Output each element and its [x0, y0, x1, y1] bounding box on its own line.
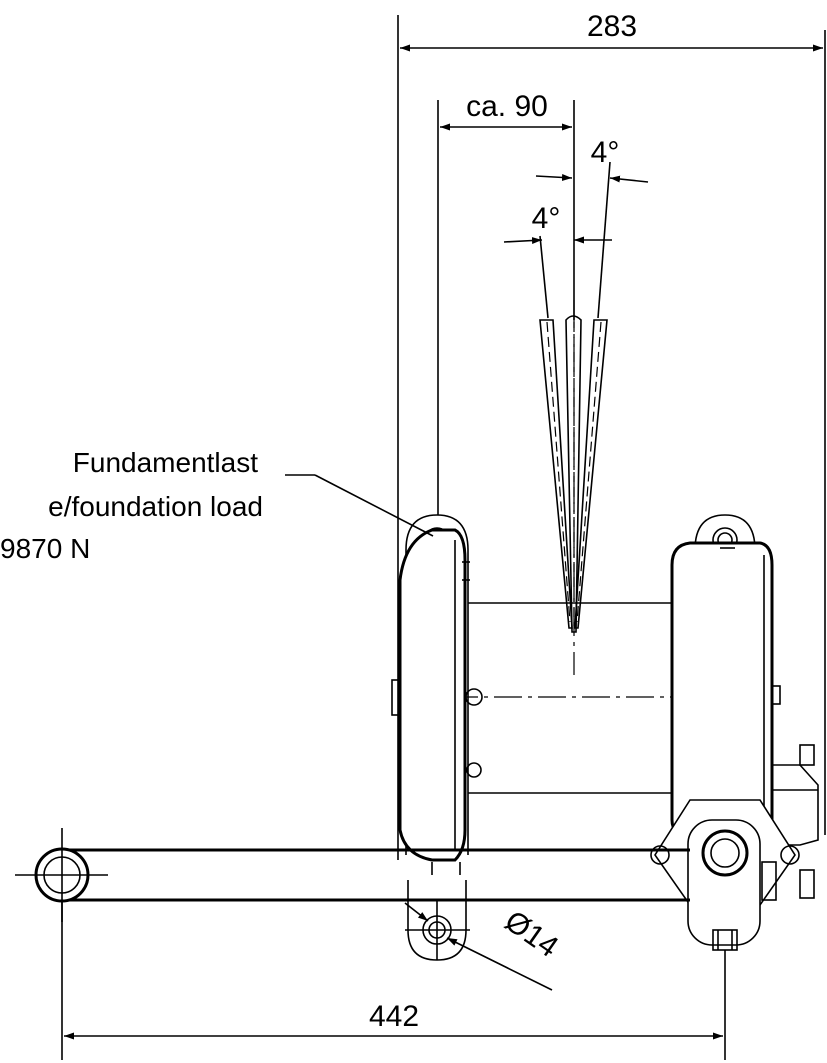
cable-offset-label: ca. 90: [466, 90, 548, 123]
hole-diameter-label: Ø14: [499, 904, 564, 964]
dimension-angle-right: 4°: [535, 136, 649, 319]
cable-bundle: [539, 300, 608, 675]
angle-right-label: 4°: [591, 136, 620, 169]
callout-line-1: Fundamentlast: [73, 447, 258, 478]
base-length-label: 442: [369, 1000, 419, 1033]
angle-left-label: 4°: [532, 202, 561, 235]
left-flange: [391, 514, 470, 961]
foundation-load-callout: Fundamentlast e/foundation load 9870 N: [0, 447, 434, 564]
dimension-cable-offset: ca. 90: [437, 90, 575, 515]
callout-line-2: e/foundation load: [48, 491, 263, 522]
overall-width-label: 283: [587, 10, 637, 43]
base-tube: [15, 828, 690, 922]
dimension-overall-width: 283: [397, 10, 826, 860]
callout-line-3: 9870 N: [0, 533, 90, 564]
dimension-base-length: 442: [61, 900, 726, 1060]
cable-drum: [450, 602, 690, 794]
dimension-hole-diameter: Ø14: [404, 902, 564, 991]
dimension-angle-left: 4°: [503, 202, 612, 319]
right-housing: [650, 514, 819, 951]
